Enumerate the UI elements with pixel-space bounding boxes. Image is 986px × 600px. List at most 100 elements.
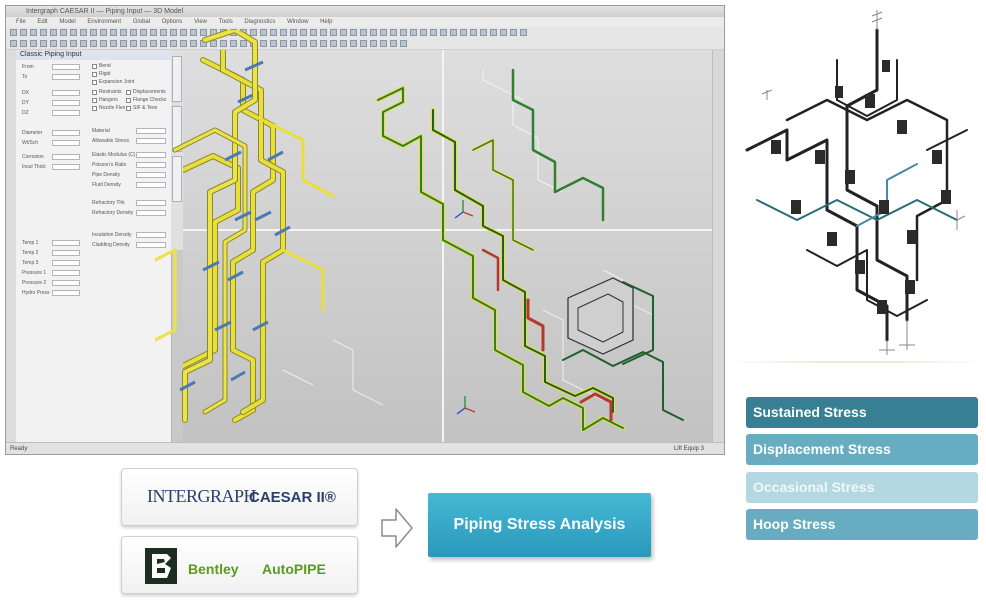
panel-property-field[interactable] xyxy=(136,232,166,238)
toolbar-button[interactable] xyxy=(360,29,367,36)
toolbar-button[interactable] xyxy=(410,29,417,36)
toolbar-button[interactable] xyxy=(310,29,317,36)
toolbar-button[interactable] xyxy=(370,40,377,47)
toolbar-button[interactable] xyxy=(140,40,147,47)
toolbar-button[interactable] xyxy=(300,40,307,47)
toolbar-button[interactable] xyxy=(220,40,227,47)
panel-property-field[interactable] xyxy=(136,128,166,134)
toolbar-button[interactable] xyxy=(40,40,47,47)
toolbar-button[interactable] xyxy=(190,29,197,36)
side-tab-static[interactable] xyxy=(172,156,182,202)
toolbar-button[interactable] xyxy=(330,29,337,36)
panel-input-field[interactable] xyxy=(52,270,80,276)
menu-item-model[interactable]: Model xyxy=(59,19,76,25)
toolbar-button[interactable] xyxy=(160,29,167,36)
toolbar-button[interactable] xyxy=(140,29,147,36)
toolbar-button[interactable] xyxy=(210,40,217,47)
panel-input-field[interactable] xyxy=(52,130,80,136)
panel-checkbox[interactable] xyxy=(92,98,97,103)
panel-property-field[interactable] xyxy=(136,172,166,178)
toolbar-button[interactable] xyxy=(180,29,187,36)
toolbar-button[interactable] xyxy=(40,29,47,36)
toolbar-button[interactable] xyxy=(390,40,397,47)
panel-input-field[interactable] xyxy=(52,64,80,70)
panel-input-field[interactable] xyxy=(52,164,80,170)
panel-checkbox[interactable] xyxy=(126,98,131,103)
toolbar-button[interactable] xyxy=(280,29,287,36)
toolbar-button[interactable] xyxy=(370,29,377,36)
toolbar-button[interactable] xyxy=(320,29,327,36)
toolbar-button[interactable] xyxy=(450,29,457,36)
toolbar-button[interactable] xyxy=(290,29,297,36)
menu-item-global[interactable]: Global xyxy=(132,19,151,25)
toolbar-button[interactable] xyxy=(120,29,127,36)
toolbar-button[interactable] xyxy=(70,29,77,36)
3d-model-viewport[interactable] xyxy=(180,47,712,442)
toolbar-button[interactable] xyxy=(180,40,187,47)
piping-stress-analysis-button[interactable]: Piping Stress Analysis xyxy=(428,493,651,557)
toolbar-button[interactable] xyxy=(60,29,67,36)
toolbar-button[interactable] xyxy=(360,40,367,47)
toolbar-button[interactable] xyxy=(10,29,17,36)
toolbar-button[interactable] xyxy=(380,29,387,36)
panel-input-field[interactable] xyxy=(52,90,80,96)
panel-checkbox[interactable] xyxy=(126,106,131,111)
panel-property-field[interactable] xyxy=(136,200,166,206)
toolbar-button[interactable] xyxy=(420,29,427,36)
toolbar-button[interactable] xyxy=(380,40,387,47)
menu-item-tools[interactable]: Tools xyxy=(218,19,233,25)
panel-property-field[interactable] xyxy=(136,138,166,144)
toolbar-button[interactable] xyxy=(340,40,347,47)
toolbar-button[interactable] xyxy=(90,29,97,36)
toolbar-button[interactable] xyxy=(460,29,467,36)
toolbar-button[interactable] xyxy=(230,40,237,47)
toolbar-button[interactable] xyxy=(100,29,107,36)
toolbar-button[interactable] xyxy=(10,40,17,47)
toolbar-button[interactable] xyxy=(70,40,77,47)
toolbar-button[interactable] xyxy=(80,40,87,47)
toolbar-button[interactable] xyxy=(170,40,177,47)
menu-item-edit[interactable]: Edit xyxy=(37,19,48,25)
toolbar-button[interactable] xyxy=(130,40,137,47)
toolbar-button[interactable] xyxy=(500,29,507,36)
toolbar-button[interactable] xyxy=(340,29,347,36)
panel-property-field[interactable] xyxy=(136,242,166,248)
toolbar-button[interactable] xyxy=(400,29,407,36)
panel-checkbox[interactable] xyxy=(126,90,131,95)
toolbar-button[interactable] xyxy=(440,29,447,36)
toolbar-button[interactable] xyxy=(120,40,127,47)
toolbar-button[interactable] xyxy=(30,40,37,47)
panel-input-field[interactable] xyxy=(52,280,80,286)
toolbar-button[interactable] xyxy=(510,29,517,36)
toolbar-button[interactable] xyxy=(100,40,107,47)
toolbar-button[interactable] xyxy=(30,29,37,36)
menu-item-help[interactable]: Help xyxy=(320,19,333,25)
toolbar-button[interactable] xyxy=(150,40,157,47)
panel-checkbox[interactable] xyxy=(92,72,97,77)
panel-checkbox[interactable] xyxy=(92,80,97,85)
toolbar-button[interactable] xyxy=(130,29,137,36)
toolbar-button[interactable] xyxy=(330,40,337,47)
toolbar-button[interactable] xyxy=(270,29,277,36)
menu-item-file[interactable]: File xyxy=(16,19,26,25)
toolbar-button[interactable] xyxy=(270,40,277,47)
panel-property-field[interactable] xyxy=(136,182,166,188)
toolbar-button[interactable] xyxy=(20,29,27,36)
toolbar-button[interactable] xyxy=(350,29,357,36)
panel-input-field[interactable] xyxy=(52,100,80,106)
panel-checkbox[interactable] xyxy=(92,106,97,111)
panel-input-field[interactable] xyxy=(52,154,80,160)
toolbar-button[interactable] xyxy=(110,29,117,36)
panel-input-field[interactable] xyxy=(52,140,80,146)
toolbar-button[interactable] xyxy=(260,40,267,47)
toolbar-button[interactable] xyxy=(60,40,67,47)
panel-checkbox[interactable] xyxy=(92,64,97,69)
toolbar-button[interactable] xyxy=(50,29,57,36)
toolbar-button[interactable] xyxy=(150,29,157,36)
toolbar-button[interactable] xyxy=(430,29,437,36)
toolbar-button[interactable] xyxy=(400,40,407,47)
menu-item-options[interactable]: Options xyxy=(161,19,183,25)
toolbar-button[interactable] xyxy=(240,40,247,47)
toolbar-button[interactable] xyxy=(160,40,167,47)
toolbar-button[interactable] xyxy=(390,29,397,36)
